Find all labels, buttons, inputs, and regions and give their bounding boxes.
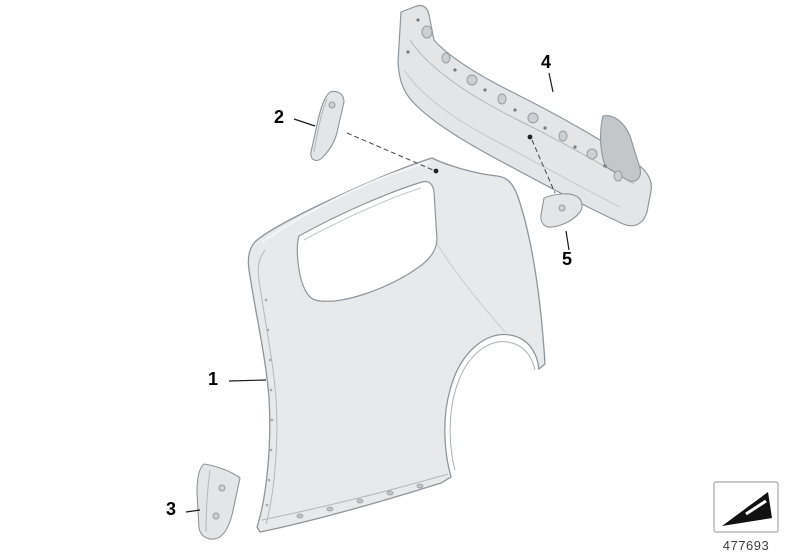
bracket3-flange-line [205, 469, 211, 533]
wheel-arch-flange-line [449, 341, 536, 471]
callout-label-1[interactable]: 1 [208, 369, 219, 389]
bracket-part3 [196, 463, 241, 540]
front-flange-weld-dots [264, 298, 274, 507]
callout-label-3[interactable]: 3 [166, 499, 177, 519]
leader-line-1 [228, 379, 267, 382]
tail-panel-weld-dots [406, 18, 607, 168]
tail-panel-crease-bottom [403, 69, 621, 208]
bracket2-hole [328, 101, 336, 109]
diagram-number: 477693 [722, 538, 770, 553]
stamp-arrow-stripe [745, 499, 767, 516]
callout-label-4[interactable]: 4 [541, 52, 552, 72]
rocker-crease-line [261, 473, 449, 521]
bracket-part2 [310, 90, 345, 161]
sail-crease-line [436, 243, 506, 333]
leader-line-2 [293, 118, 316, 127]
quarter-window-inner-line [303, 187, 422, 241]
dashed-line-part5 [531, 139, 556, 194]
bracket2-body [310, 90, 345, 161]
bracket3-hole-bottom [212, 512, 220, 520]
bracket-part5 [540, 193, 583, 228]
tail-panel-end-fin [600, 115, 641, 182]
direction-stamp-icon [713, 481, 779, 533]
callout-label-2[interactable]: 2 [274, 107, 285, 127]
tail-panel-crease-top [409, 39, 635, 185]
leader-line-3 [185, 509, 201, 513]
tail-panel-body [397, 4, 652, 227]
bracket2-flange-line [313, 98, 328, 153]
bracket5-hole [558, 204, 566, 212]
stamp-arrow-shape [722, 492, 772, 526]
tail-panel-part4 [397, 4, 652, 227]
front-flange-line [257, 249, 278, 525]
quarter-window-opening [296, 180, 438, 302]
callout-label-5[interactable]: 5 [562, 249, 573, 269]
mount-point-dot-part5 [527, 134, 533, 140]
rocker-holes [296, 483, 424, 519]
leader-line-5 [565, 230, 570, 251]
tail-panel-holes [421, 25, 623, 182]
mount-point-dot-part2 [433, 168, 439, 174]
leader-lines [185, 72, 570, 513]
quarter-panel-part1 [247, 157, 546, 533]
dashed-reference-lines [346, 132, 556, 194]
quarter-panel-top-highlight [261, 161, 431, 243]
leader-line-4 [548, 72, 554, 93]
bracket3-hole-top [218, 484, 226, 492]
bracket3-body [196, 463, 241, 540]
